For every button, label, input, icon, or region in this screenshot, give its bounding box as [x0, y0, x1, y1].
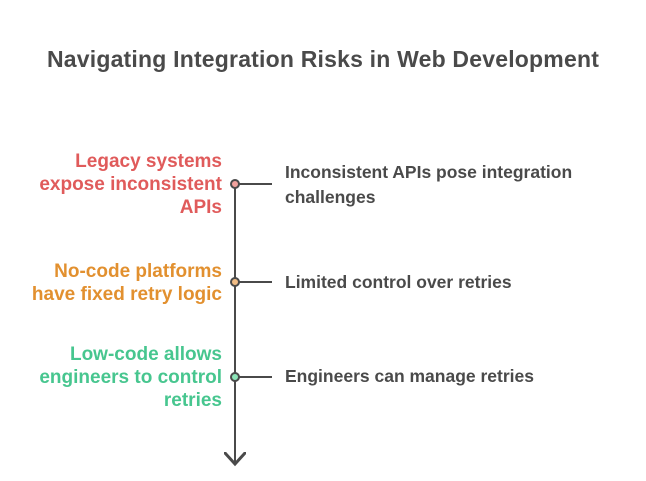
item-label-legacy-systems: Legacy systems expose inconsistent APIs [39, 151, 222, 218]
arrow-down-icon [224, 452, 246, 467]
timeline-dot [230, 179, 240, 189]
item-description: Engineers can manage retries [285, 366, 534, 386]
timeline-dot [230, 277, 240, 287]
item-connector [236, 183, 272, 185]
timeline-line [234, 184, 236, 462]
item-label-no-code: No-code platforms have fixed retry logic [31, 261, 222, 305]
timeline-dot [230, 372, 240, 382]
item-connector [236, 376, 272, 378]
item-description: Inconsistent APIs pose integration chall… [285, 162, 573, 207]
page-title: Navigating Integration Risks in Web Deve… [46, 46, 600, 72]
item-connector [236, 281, 272, 283]
item-description: Limited control over retries [285, 272, 512, 292]
item-label-low-code: Low-code allows engineers to control ret… [39, 344, 222, 411]
